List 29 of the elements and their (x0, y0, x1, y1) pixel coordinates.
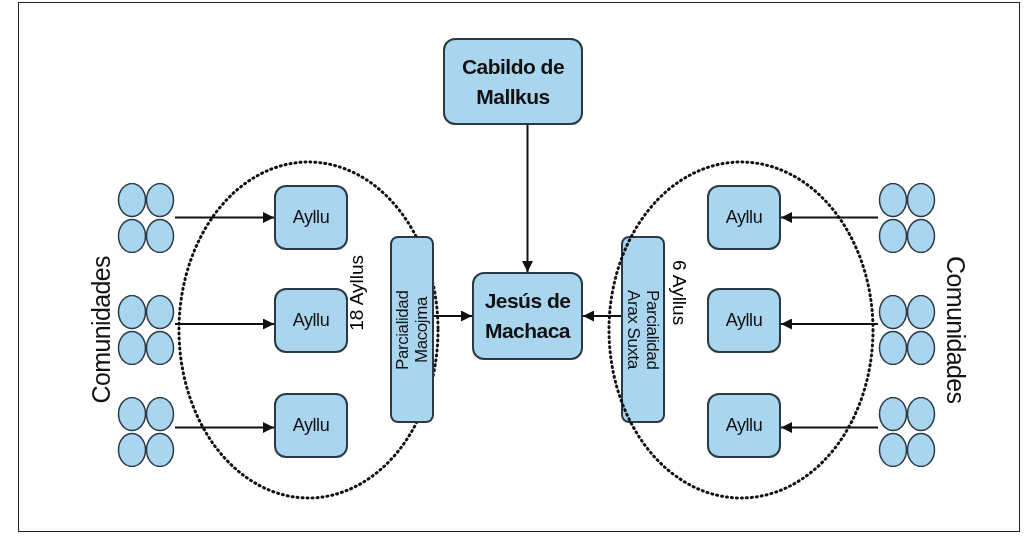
arrow (174, 422, 275, 433)
community-circles-icon (117, 183, 175, 253)
ayllu-box: Ayllu (707, 288, 781, 353)
arrow (582, 310, 622, 322)
arrow (433, 310, 473, 322)
arrow (174, 212, 275, 223)
communities-label: Comunidades (88, 256, 114, 404)
communities-label: Comunidades (942, 256, 968, 404)
group-count-label: 18 Ayllus (347, 255, 366, 331)
ayllu-box: Ayllu (274, 185, 348, 250)
arrow (780, 318, 879, 330)
community-circles-icon (878, 295, 936, 365)
community-circles-icon (117, 295, 175, 365)
community-circles-icon (117, 397, 175, 467)
group-count-label: 6 Ayllus (670, 260, 689, 326)
group-ellipse (177, 160, 440, 500)
organization-box: Jesús de Machaca (472, 272, 583, 360)
ayllu-box: Ayllu (274, 393, 348, 458)
ayllu-box: Ayllu (707, 393, 781, 458)
organization-box: Cabildo de Mallkus (443, 38, 583, 125)
ayllu-box: Ayllu (707, 185, 781, 250)
arrow (780, 422, 879, 433)
ayllu-box: Ayllu (274, 288, 348, 353)
arrow (780, 212, 879, 223)
group-ellipse (607, 160, 875, 500)
community-circles-icon (878, 397, 936, 467)
arrow (522, 124, 533, 273)
community-circles-icon (878, 183, 936, 253)
arrow (174, 318, 275, 330)
